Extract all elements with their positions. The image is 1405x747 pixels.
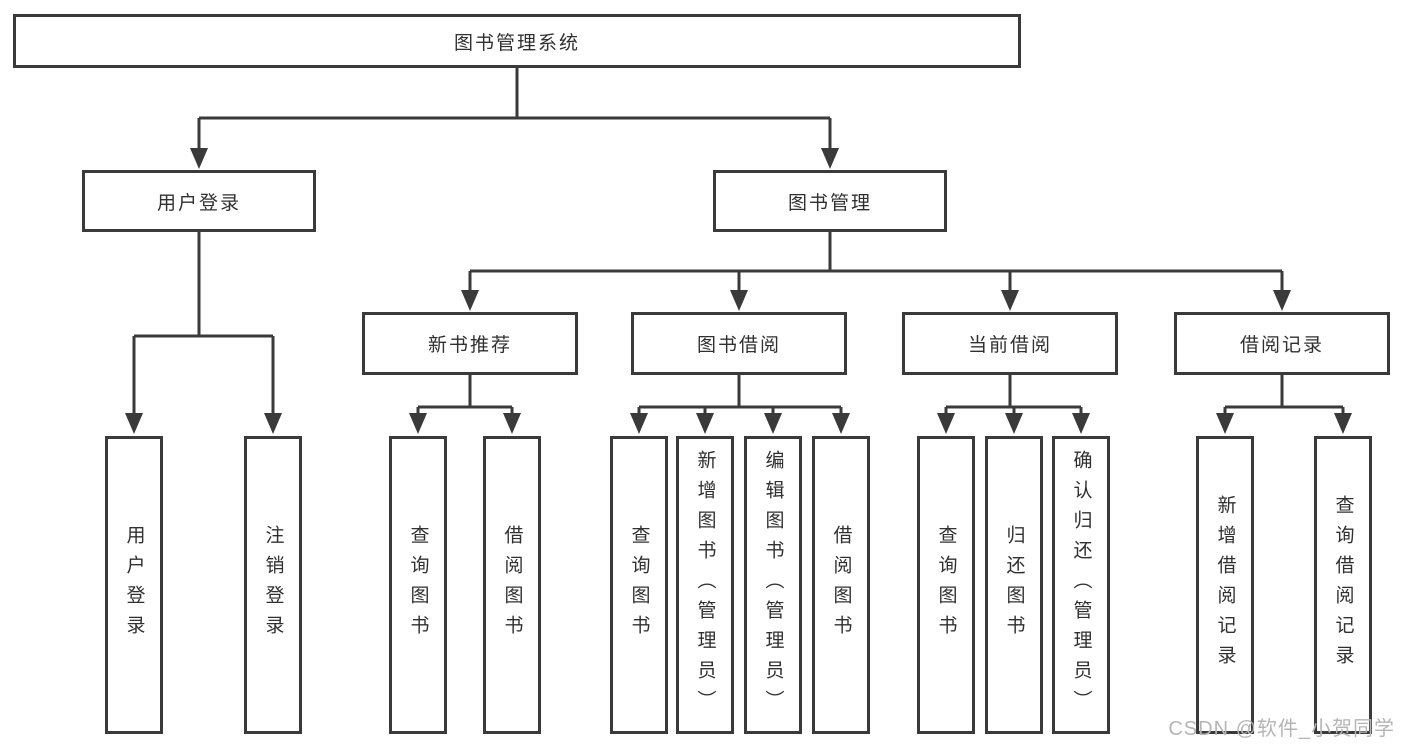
leaf-edit-books-admin: 编辑图书（管理员） [744, 436, 802, 734]
leaf-logout-login: 注销登录 [244, 436, 302, 734]
leaf-user-login: 用户登录 [105, 436, 163, 734]
leaf-confirm-return-admin: 确认归还（管理员） [1052, 436, 1110, 734]
leaf-return-books: 归还图书 [985, 436, 1043, 734]
leaf-query-borrow-record: 查询借阅记录 [1314, 436, 1372, 734]
arrowhead-icons [125, 148, 1352, 434]
leaf-query-books-recommend: 查询图书 [389, 436, 447, 734]
node-user-login: 用户登录 [82, 170, 316, 232]
node-borrowing-records: 借阅记录 [1174, 312, 1390, 375]
leaf-query-books-borrowing: 查询图书 [610, 436, 668, 734]
leaf-add-borrow-record: 新增借阅记录 [1196, 436, 1254, 734]
node-book-borrowing: 图书借阅 [631, 312, 847, 375]
csdn-watermark: CSDN @软件_小贺同学 [1168, 718, 1395, 740]
node-book-management: 图书管理 [713, 170, 947, 232]
leaf-borrow-books-borrowing: 借阅图书 [812, 436, 870, 734]
leaf-borrow-books-recommend: 借阅图书 [483, 436, 541, 734]
leaf-query-books-current: 查询图书 [917, 436, 975, 734]
node-new-book-recommendation: 新书推荐 [362, 312, 578, 375]
node-library-management-system: 图书管理系统 [13, 14, 1021, 68]
connector-path [132, 68, 1345, 416]
leaf-add-books-admin: 新增图书（管理员） [676, 436, 734, 734]
node-current-borrowing: 当前借阅 [902, 312, 1118, 375]
